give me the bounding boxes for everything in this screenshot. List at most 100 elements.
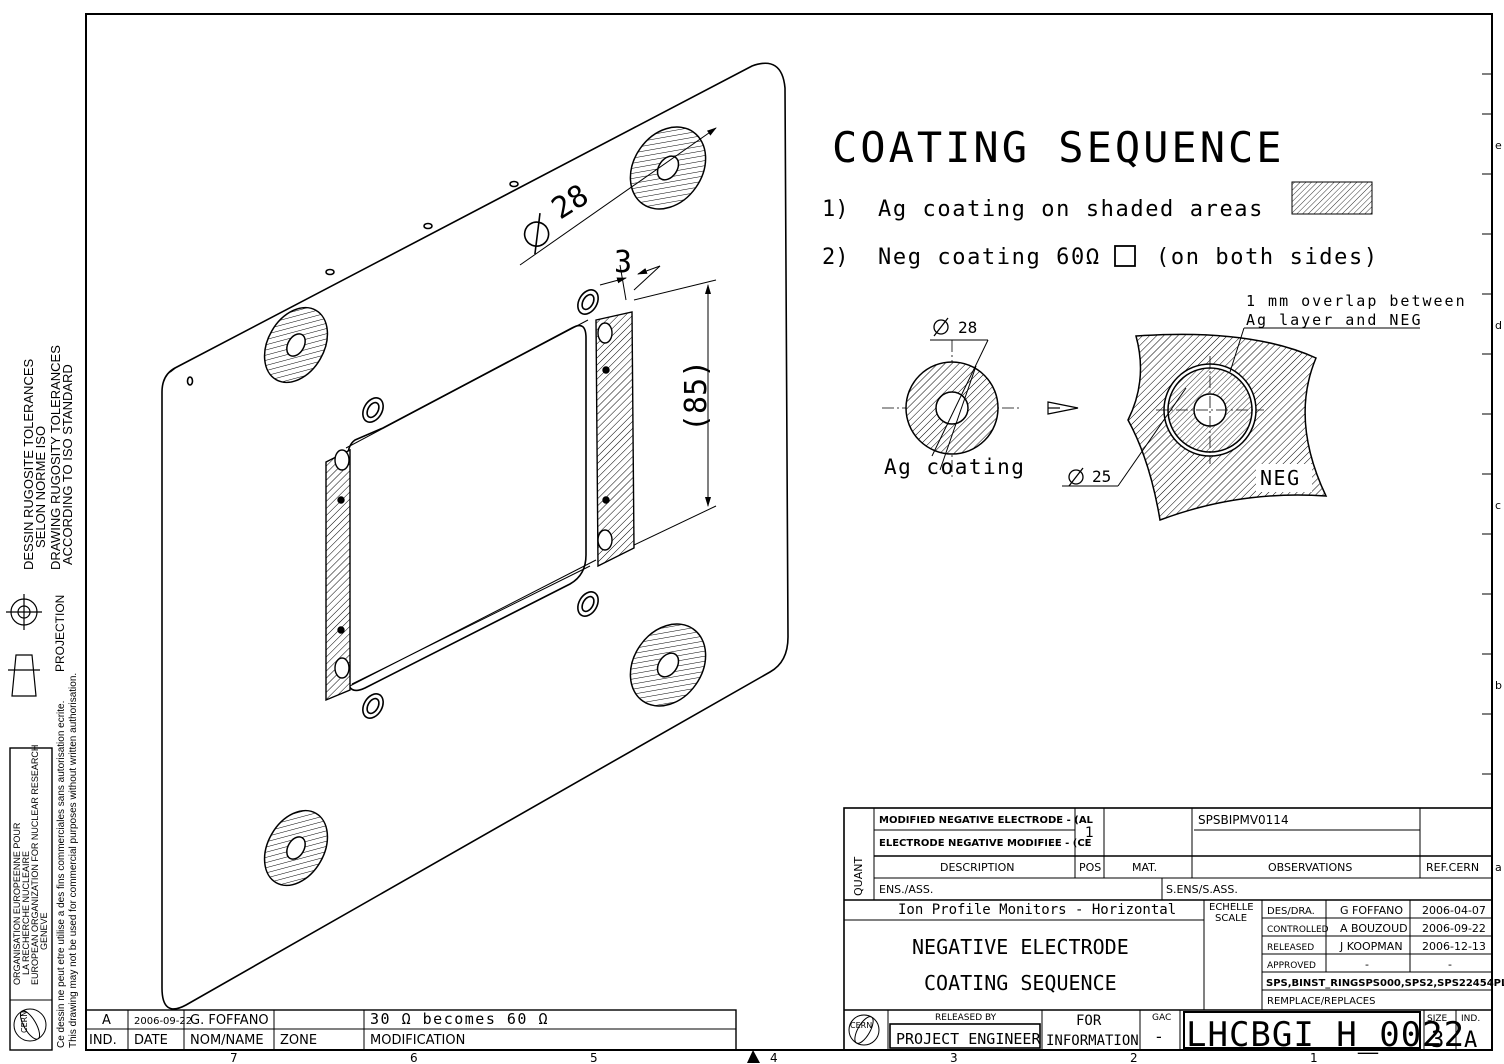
- sig-date-4: -: [1448, 958, 1452, 971]
- sig-role-3: RELEASED: [1267, 943, 1314, 953]
- col-observations: OBSERVATIONS: [1268, 861, 1352, 874]
- row-label: c: [1495, 499, 1501, 512]
- status-line-1: FOR: [1076, 1013, 1102, 1029]
- desc-line-2: ELECTRODE NEGATIVE MODIFIEE - (CE: [879, 838, 1092, 849]
- sig-role-4: APPROVED: [1267, 961, 1316, 971]
- sig-date-3: 2006-12-13: [1422, 940, 1486, 953]
- released-by-label: RELEASED BY: [935, 1013, 997, 1023]
- tolerance-en-1: DRAWING RUGOSITY TOLERANCES: [48, 345, 63, 570]
- ind-value: A: [1464, 1028, 1477, 1053]
- col-pos: POS: [1079, 861, 1101, 874]
- scale-label: SCALE: [1215, 913, 1247, 924]
- project-name: Ion Profile Monitors - Horizontal: [898, 902, 1176, 918]
- step-2-text: Neg coating 60Ω: [878, 245, 1101, 270]
- status-line-2: INFORMATION: [1046, 1033, 1139, 1049]
- column-label: 6: [410, 1051, 418, 1064]
- sens-label: S.ENS/S.ASS.: [1166, 883, 1238, 896]
- sig-name-4: -: [1365, 958, 1369, 971]
- ind-label: IND.: [1461, 1014, 1480, 1024]
- pad-top-left: [263, 306, 329, 384]
- ens-label: ENS./ASS.: [879, 883, 933, 896]
- right-margin-ticks: [1482, 73, 1492, 775]
- tolerance-en-2: ACCORDING TO ISO STANDARD: [60, 364, 75, 565]
- title-block-lines: [843, 807, 1493, 1051]
- neg-label: NEG: [1260, 466, 1301, 490]
- electrode-strips: [325, 311, 635, 702]
- desc-pos: 1: [1085, 825, 1094, 841]
- title-cern-logo-text: CERN: [850, 1021, 872, 1030]
- plate-outline: [161, 62, 789, 1010]
- desc-line-1: MODIFIED NEGATIVE ELECTRODE - (AL: [879, 815, 1094, 826]
- org-line-2: LA RECHERCHE NUCLEAIRE: [21, 851, 31, 975]
- tolerance-fr-1: DESSIN RUGOSITE TOLERANCES: [21, 358, 36, 570]
- pad-top-right: [629, 126, 707, 210]
- quant-label: QUANT: [852, 857, 865, 896]
- cern-logo-icon: [13, 1008, 47, 1042]
- corner-pads: [263, 126, 707, 887]
- dim-width: 3: [614, 245, 632, 280]
- gac-value: -: [1156, 1027, 1162, 1046]
- sig-name-2: A BOUZOUD: [1340, 922, 1408, 935]
- sheet-border: [85, 13, 1493, 1051]
- step-1-text: Ag coating on shaded areas: [878, 197, 1264, 222]
- tolerance-fr-2: SELON NORME ISO: [33, 426, 48, 548]
- plate-view: [161, 62, 789, 1010]
- row-label: e: [1495, 139, 1502, 152]
- detail-dia-outer: 28: [958, 318, 977, 337]
- size-value: 3: [1431, 1028, 1444, 1053]
- dia-leader: [519, 127, 717, 266]
- neg-label-bg: [1256, 464, 1312, 492]
- sig-role-2: CONTROLLED: [1267, 925, 1329, 935]
- released-by-role: PROJECT ENGINEER: [896, 1030, 1041, 1048]
- copyright-fr: Ce dessin ne peut etre utilise a des fin…: [56, 701, 67, 1048]
- column-label: 4: [770, 1051, 778, 1064]
- detail-dia-inner: 25: [1092, 467, 1111, 486]
- header-modification: MODIFICATION: [370, 1033, 465, 1048]
- projection-label: PROJECTION: [53, 595, 67, 672]
- revision-date: 2006-09-22: [134, 1016, 192, 1027]
- header-zone: ZONE: [280, 1033, 317, 1048]
- copyright-en: This drawing may not be used for commerc…: [68, 673, 79, 1048]
- col-mat: MAT.: [1132, 861, 1157, 874]
- header-ind: IND.: [89, 1033, 117, 1048]
- cern-logo-icon: [848, 1014, 880, 1046]
- cern-logo-text: CERN: [20, 1011, 29, 1033]
- neg-detail: [1062, 327, 1420, 522]
- pad-bottom-left: [263, 809, 329, 887]
- center-mark-icon: [747, 1050, 760, 1063]
- header-date: DATE: [134, 1033, 168, 1048]
- window-opening: [347, 324, 587, 692]
- sig-role-1: DES/DRA.: [1267, 906, 1315, 917]
- desc-observation: SPSBIPMV0114: [1198, 813, 1289, 827]
- revision-modification: 30 Ω becomes 60 Ω: [370, 1010, 549, 1028]
- dia-symbol: [933, 317, 949, 337]
- projection-symbol-icon: [6, 594, 42, 697]
- org-line-3: EUROPEAN ORGANIZATION FOR NUCLEAR RESEAR…: [30, 745, 40, 985]
- neg-coating-box-icon: [1114, 245, 1136, 267]
- revision-ind: A: [102, 1013, 111, 1028]
- header-name: NOM/NAME: [190, 1033, 264, 1048]
- revision-name: G. FOFFANO: [190, 1013, 269, 1028]
- dia-symbol: [1068, 467, 1084, 487]
- row-label: a: [1495, 861, 1502, 874]
- sig-name-1: G FOFFANO: [1340, 904, 1403, 917]
- dim-hole-dia: 28: [546, 178, 595, 227]
- pad-bottom-right: [629, 623, 707, 707]
- column-label: 2: [1130, 1051, 1138, 1064]
- step-2-number: 2): [822, 245, 849, 270]
- size-label: SIZE: [1427, 1014, 1448, 1024]
- step-1-number: 1): [822, 197, 849, 222]
- drawing-number: LHCBGI H_0022: [1186, 1015, 1465, 1055]
- overlap-note-line1: 1 mm overlap between: [1246, 292, 1467, 310]
- dim-ref-length: (85): [679, 360, 714, 432]
- org-line-1: ORGANISATION EUROPEENNE POUR: [12, 822, 22, 985]
- column-label: 1: [1310, 1051, 1318, 1064]
- col-ref-cern: REF.CERN: [1426, 861, 1479, 874]
- echelle-label: ECHELLE: [1209, 902, 1254, 913]
- column-label: 7: [230, 1051, 238, 1064]
- column-label: 3: [950, 1051, 958, 1064]
- org-line-4: GENEVE: [39, 912, 49, 950]
- col-description: DESCRIPTION: [940, 861, 1014, 874]
- used-on: SPS,BINST_RINGSPS000,SPS2,SPS22454PL: [1266, 978, 1504, 989]
